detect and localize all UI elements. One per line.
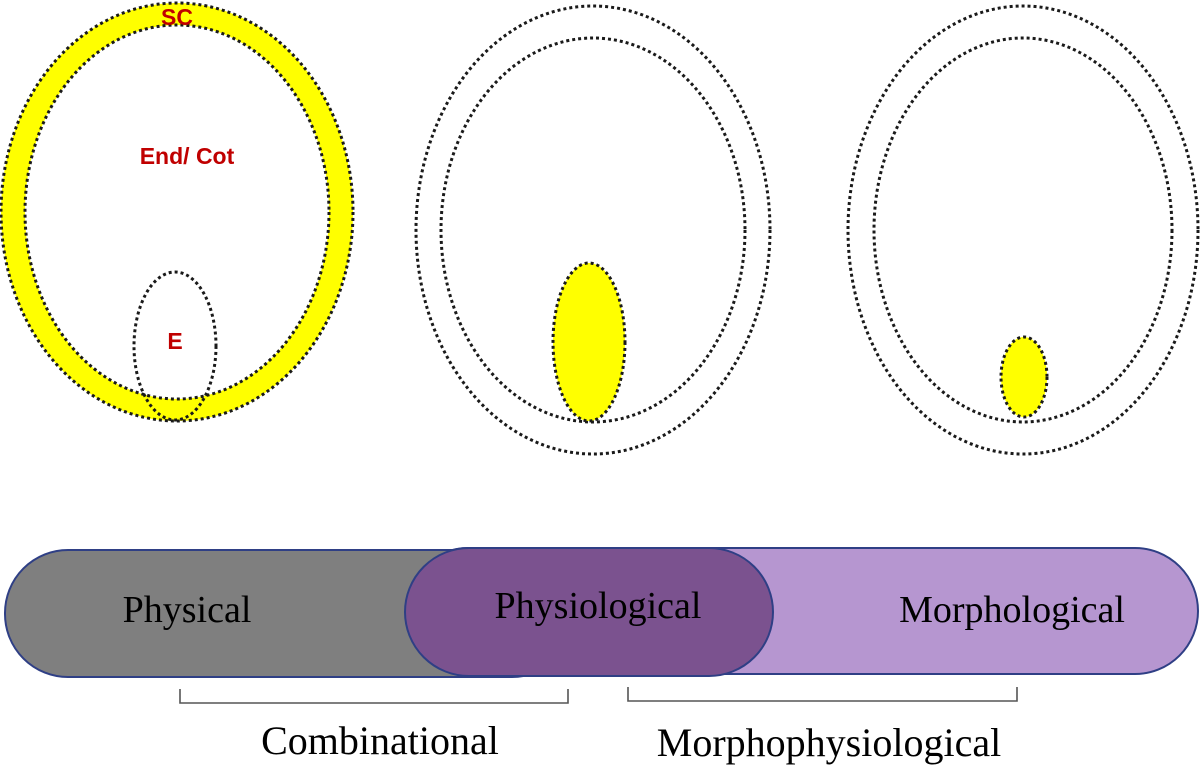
endosperm-outline — [23, 23, 331, 401]
seed-physiological — [414, 4, 772, 456]
morphophysiological-bracket — [627, 687, 1018, 702]
physiological-label: Physiological — [495, 585, 702, 627]
seed-morphological — [846, 4, 1200, 456]
seed-coat-outline — [414, 4, 772, 456]
combinational-bracket — [179, 689, 569, 704]
embryo-fill — [999, 335, 1049, 419]
dormancy-bar: Physical Physiological Morphological — [4, 547, 1199, 678]
morphophysiological-group: Morphophysiological — [627, 687, 1018, 765]
seed-coat-label: SC — [161, 4, 193, 30]
seed-coat-outline — [846, 4, 1200, 456]
morphophysiological-label: Morphophysiological — [657, 720, 1001, 765]
endosperm-cotyledon-label: End/ Cot — [140, 143, 235, 169]
combinational-label: Combinational — [261, 718, 499, 763]
endosperm-outline — [439, 36, 747, 424]
embryo-outline — [132, 270, 218, 422]
combinational-group: Combinational — [179, 689, 569, 763]
endosperm-outline — [872, 36, 1174, 424]
embryo-label: E — [167, 328, 182, 354]
physiological-segment — [404, 547, 774, 677]
physical-label: Physical — [123, 589, 252, 631]
embryo-fill — [551, 261, 627, 423]
morphological-label: Morphological — [899, 589, 1125, 631]
seed-physical: SC End/ Cot E — [0, 1, 355, 423]
